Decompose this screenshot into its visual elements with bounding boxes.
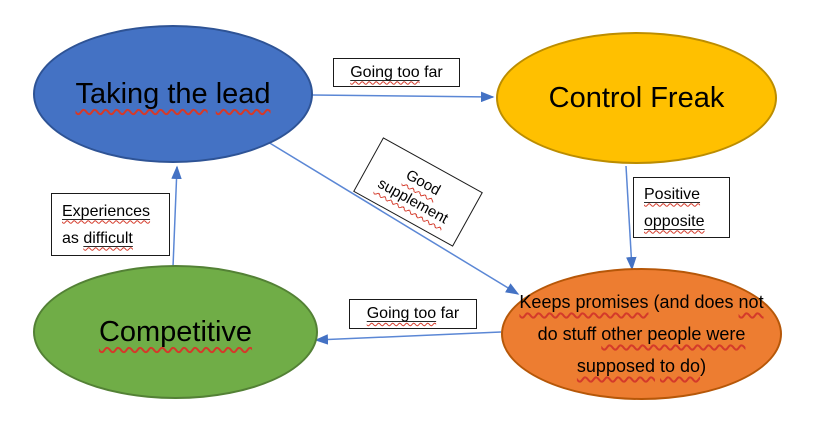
- spellcheck-flagged-text: Competitive: [98, 315, 253, 348]
- spellcheck-flagged-text: Going too: [350, 63, 420, 81]
- underlined-flagged-text: difficult: [83, 230, 133, 247]
- node-competitive-label: Competitive: [99, 315, 252, 350]
- edge-label-going-too-far-bottom: Going too far: [349, 299, 477, 329]
- spellcheck-flagged-text: supposed: [576, 356, 655, 376]
- edge-label-positive-opposite: Positive opposite: [633, 177, 730, 238]
- edge-label-experiences-as-difficult: Experiences as difficult: [51, 193, 170, 256]
- arrow-keeps-to-competitive: [314, 331, 502, 345]
- underlined-flagged-text: Going too: [367, 305, 436, 322]
- spellcheck-flagged-text: opposite: [644, 212, 705, 230]
- arrow-control-to-keeps: [625, 165, 637, 271]
- edge-label-good-supplement-text: Good supplement: [359, 146, 477, 237]
- node-keeps-promises-label: Keeps promises (and does not do stuff ot…: [519, 292, 764, 376]
- underlined-flagged-text: Going too: [350, 64, 419, 81]
- spellcheck-flagged-text: not: [738, 292, 764, 312]
- edge-label-going-too-far-top: Going too far: [333, 58, 460, 87]
- node-competitive: Competitive: [33, 265, 318, 399]
- spellcheck-flagged-text: difficult: [83, 229, 133, 247]
- node-taking-the-lead-label: Taking the lead: [75, 77, 270, 112]
- node-keeps-promises: Keeps promises (and does not do stuff ot…: [501, 268, 782, 400]
- underlined-flagged-text: Positive: [644, 186, 700, 203]
- spellcheck-flagged-text: Experiences: [62, 202, 151, 220]
- edge-label-going-too-far-top-text: Going too far: [350, 63, 443, 81]
- spellcheck-flagged-text: lead: [215, 77, 271, 110]
- spellcheck-flagged-text: other people were: [601, 324, 746, 344]
- arrow-taking-to-control: [311, 91, 495, 103]
- edge-label-positive-opposite-text: Positive opposite: [644, 181, 729, 235]
- node-control-freak: Control Freak: [496, 32, 777, 164]
- edge-label-experiences-as-difficult-text: Experiences as difficult: [62, 202, 151, 247]
- edge-label-good-supplement: Good supplement: [353, 137, 483, 247]
- spellcheck-flagged-text: to do: [660, 356, 701, 376]
- spellcheck-flagged-text: Keeps promises: [519, 292, 649, 312]
- node-taking-the-lead: Taking the lead: [33, 25, 313, 163]
- spellcheck-flagged-text: Positive: [644, 185, 701, 203]
- underlined-flagged-text: opposite: [644, 213, 705, 230]
- node-control-freak-label: Control Freak: [548, 81, 725, 114]
- arrow-competitive-to-taking: [171, 165, 182, 268]
- edge-label-going-too-far-bottom-text: Going too far: [366, 305, 460, 322]
- spellcheck-flagged-text: Going too: [366, 305, 437, 322]
- underlined-flagged-text: Experiences: [62, 203, 150, 220]
- spellcheck-flagged-text: Taking the: [75, 77, 208, 110]
